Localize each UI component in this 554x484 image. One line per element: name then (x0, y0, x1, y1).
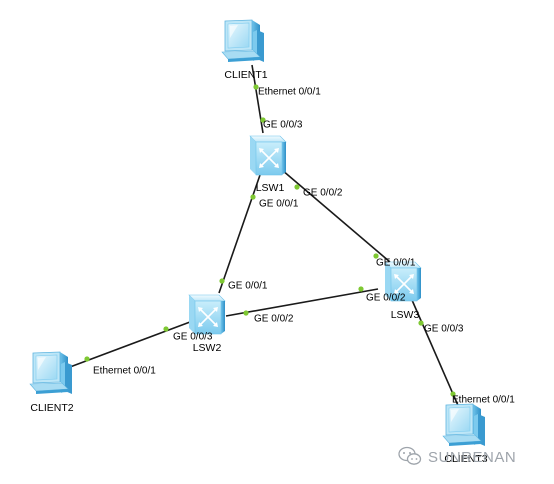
port-label-lsw2: GE 0/0/3 (173, 332, 213, 343)
port-label-lsw2: GE 0/0/2 (254, 314, 294, 325)
port-dot-lsw1 (294, 184, 300, 190)
watermark: SUNRENAN (398, 446, 516, 466)
link-lsw2-lsw3 (225, 288, 379, 317)
port-dot-client2 (84, 356, 90, 362)
port-label-client2: Ethernet 0/0/1 (93, 366, 156, 377)
port-dot-lsw2 (219, 278, 225, 284)
port-label-lsw1: GE 0/0/1 (259, 199, 299, 210)
port-dot-lsw3 (358, 286, 364, 292)
device-label-client2: CLIENT2 (30, 402, 73, 414)
device-label-lsw1: LSW1 (256, 182, 285, 194)
port-label-lsw1: GE 0/0/3 (263, 120, 303, 131)
port-dot-lsw1 (260, 117, 266, 123)
switch-icon (249, 135, 287, 176)
port-dot-lsw1 (250, 194, 256, 200)
port-dot-lsw3 (418, 320, 424, 326)
device-client3[interactable]: CLIENT3 (442, 403, 488, 465)
port-dot-lsw2 (243, 310, 249, 316)
port-label-lsw1: GE 0/0/2 (303, 188, 343, 199)
device-label-lsw3: LSW3 (391, 309, 420, 321)
device-client2[interactable]: CLIENT2 (29, 351, 74, 414)
device-label-client3: CLIENT3 (444, 453, 487, 465)
port-label-lsw3: GE 0/0/1 (376, 258, 416, 269)
port-dot-client3 (450, 391, 456, 397)
port-dot-client1 (253, 84, 259, 90)
device-client1[interactable]: CLIENT1 (221, 19, 268, 81)
link-lsw2-client2 (69, 321, 191, 368)
wechat-icon (398, 446, 422, 465)
port-dot-lsw2 (163, 326, 169, 332)
port-dot-lsw3 (373, 253, 379, 259)
ports-layer: Ethernet 0/0/1GE 0/0/3GE 0/0/1GE 0/0/1GE… (84, 84, 515, 406)
port-label-client3: Ethernet 0/0/1 (452, 395, 515, 406)
pc-icon (442, 403, 486, 447)
pc-icon (221, 19, 265, 63)
links-layer (69, 64, 461, 411)
port-label-lsw2: GE 0/0/1 (228, 281, 268, 292)
port-label-lsw3: GE 0/0/3 (424, 324, 464, 335)
device-lsw3[interactable]: LSW3 (384, 261, 422, 321)
switch-icon (188, 294, 226, 335)
device-lsw1[interactable]: LSW1 (249, 135, 287, 194)
device-label-client1: CLIENT1 (224, 69, 267, 81)
pc-icon (29, 351, 73, 395)
link-lsw1-lsw3 (281, 169, 391, 263)
watermark-text: SUNRENAN (428, 449, 516, 466)
link-lsw1-lsw2 (218, 174, 261, 294)
port-label-client1: Ethernet 0/0/1 (258, 87, 321, 98)
device-label-lsw2: LSW2 (193, 342, 222, 354)
port-label-lsw3: GE 0/0/2 (366, 293, 406, 304)
device-lsw2[interactable]: LSW2 (188, 294, 226, 354)
